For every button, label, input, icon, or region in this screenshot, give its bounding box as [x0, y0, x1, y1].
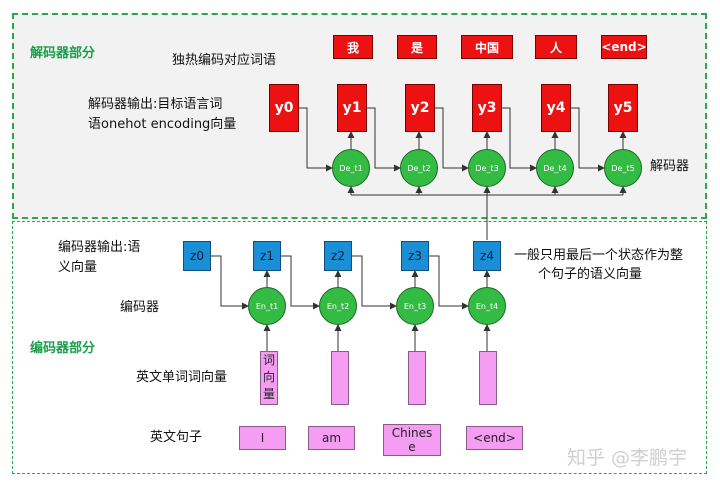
last-state-note-line1: 一般只用最后一个状态作为整 — [514, 248, 684, 263]
word-vector-label: 英文单词词向量 — [136, 370, 228, 385]
target-token-box: 中国 — [461, 35, 513, 59]
decoder-output-label-line2: 语onehot encoding向量 — [88, 117, 237, 132]
decoder-cell: De_t4 — [536, 149, 574, 187]
decoder-input-arrow — [435, 107, 469, 172]
encoder-output-z: z4 — [473, 241, 501, 271]
encoder-section-title: 编码器部分 — [30, 341, 96, 356]
encoder-state-arrow — [211, 255, 249, 310]
word-vector-bar — [331, 351, 349, 405]
encoder-output-z: z0 — [183, 241, 211, 271]
decoder-output-y: y0 — [269, 84, 299, 132]
watermark: 知乎 @李鹏宇 — [567, 447, 688, 469]
word-vector-bar — [408, 351, 426, 405]
onehot-label: 独热编码对应词语 — [172, 53, 277, 68]
last-state-note-line2: 个句子的语义向量 — [538, 267, 643, 282]
decoder-input-arrow — [367, 107, 401, 172]
target-token-box: 我 — [333, 35, 373, 59]
decoder-side-label: 解码器 — [650, 159, 690, 174]
encoder-cell: En_t1 — [248, 287, 286, 325]
encoder-output-label-line1: 编码器输出:语 — [58, 240, 141, 255]
encoder-output-z: z2 — [324, 241, 352, 271]
sentence-word-box: Chinese — [383, 424, 441, 456]
decoder-output-y: y3 — [472, 84, 502, 132]
sentence-word-box: am — [308, 426, 355, 450]
decoder-section-title: 解码器部分 — [30, 46, 96, 61]
encoder-state-arrow — [429, 255, 469, 310]
decoder-input-arrow — [502, 107, 537, 172]
target-token-box: 人 — [535, 35, 577, 59]
encoder-cell: En_t4 — [468, 287, 506, 325]
decoder-cell: De_t1 — [332, 149, 370, 187]
decoder-input-arrow — [571, 107, 605, 172]
decoder-output-label-line1: 解码器输出:目标语言词 — [88, 97, 223, 112]
sentence-word-box: <end> — [466, 426, 523, 450]
decoder-output-y: y4 — [541, 84, 571, 132]
encoder-frame — [12, 221, 707, 474]
decoder-output-y: y5 — [608, 84, 638, 132]
encoder-side-label: 编码器 — [120, 300, 160, 315]
decoder-cell: De_t3 — [468, 149, 506, 187]
encoder-state-arrow — [352, 255, 397, 310]
decoder-input-arrow — [299, 107, 333, 172]
target-token-box: <end> — [601, 35, 647, 59]
encoder-output-label-line2: 义向量 — [58, 260, 98, 275]
word-vector-bar: 词向量 — [260, 351, 278, 405]
sentence-word-box: I — [239, 426, 286, 450]
encoder-state-arrow — [281, 255, 320, 310]
encoder-output-z: z1 — [253, 241, 281, 271]
decoder-output-y: y1 — [337, 84, 367, 132]
encoder-cell: En_t2 — [319, 287, 357, 325]
decoder-output-y: y2 — [405, 84, 435, 132]
decoder-cell: De_t5 — [604, 149, 642, 187]
target-token-box: 是 — [397, 35, 437, 59]
decoder-cell: De_t2 — [400, 149, 438, 187]
sentence-label: 英文句子 — [150, 430, 203, 445]
word-vector-text: 词向量 — [262, 353, 275, 401]
encoder-output-z: z3 — [401, 241, 429, 271]
word-vector-bar — [479, 351, 497, 405]
encoder-cell: En_t3 — [396, 287, 434, 325]
